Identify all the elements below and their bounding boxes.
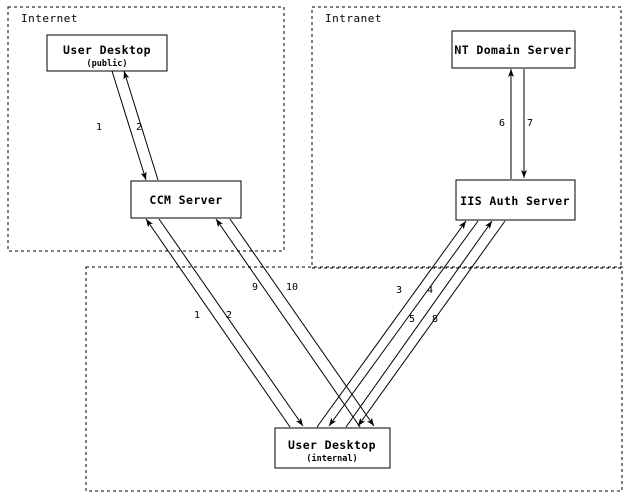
zone-label-intranet: Intranet <box>325 12 382 25</box>
step-label-3: 3 <box>396 285 402 296</box>
node-box-user-desktop-internal <box>274 427 391 469</box>
flow-line-3-internal-to-iis <box>316 220 467 428</box>
step-label-4: 4 <box>427 285 433 296</box>
node-box-iis-auth-server <box>455 179 576 221</box>
zone-boundary-internal-network <box>85 266 623 492</box>
zone-boundary-intranet <box>311 6 622 269</box>
flow-line-2-ccm-to-public <box>123 70 159 181</box>
flow-line-9-internal-to-ccm <box>215 218 361 428</box>
step-number-labels: 1 2 6 7 9 10 1 2 3 4 5 8 <box>96 118 533 325</box>
step-label-2-internal: 2 <box>226 310 232 321</box>
node-iis-auth-server[interactable]: IIS Auth Server <box>455 179 576 221</box>
flow-line-10-ccm-to-internal <box>229 218 375 427</box>
node-title-user-desktop-internal: User Desktop <box>288 438 376 452</box>
flow-line-5-internal-to-iis <box>345 220 493 428</box>
node-title-user-desktop-public: User Desktop <box>63 43 151 57</box>
step-label-2-public: 2 <box>136 122 142 133</box>
flow-line-1-internal-to-ccm <box>145 218 291 428</box>
step-label-1-public: 1 <box>96 122 102 133</box>
node-subtitle-user-desktop-public: (public) <box>87 58 128 69</box>
step-label-7: 7 <box>527 118 533 129</box>
node-box-nt-domain-server <box>451 30 576 69</box>
node-nt-domain-server[interactable]: NT Domain Server <box>451 30 576 69</box>
zone-boundaries <box>7 6 623 492</box>
flow-line-1-public-to-ccm <box>111 70 147 181</box>
zone-label-internet: Internet <box>21 12 78 25</box>
step-label-5: 5 <box>409 314 415 325</box>
flow-line-2-ccm-to-internal <box>158 218 304 427</box>
node-title-nt-domain-server: NT Domain Server <box>454 43 571 57</box>
step-label-1-internal: 1 <box>194 310 200 321</box>
node-title-ccm-server: CCM Server <box>149 193 222 207</box>
zone-boundary-internet <box>7 6 285 252</box>
node-box-user-desktop-public <box>46 34 168 72</box>
node-title-iis-auth-server: IIS Auth Server <box>460 194 570 208</box>
node-ccm-server[interactable]: CCM Server <box>130 180 242 219</box>
flow-line-8-iis-to-internal <box>357 220 506 427</box>
step-label-10: 10 <box>286 282 298 293</box>
step-label-6: 6 <box>499 118 505 129</box>
step-label-8: 8 <box>432 314 438 325</box>
node-box-ccm-server <box>130 180 242 219</box>
node-user-desktop-internal[interactable]: User Desktop (internal) <box>274 427 391 469</box>
step-label-9: 9 <box>252 282 258 293</box>
node-user-desktop-public[interactable]: User Desktop (public) <box>46 34 168 72</box>
node-subtitle-user-desktop-internal: (internal) <box>306 453 357 464</box>
flow-line-4-iis-to-internal <box>328 220 479 427</box>
flow-connectors <box>111 69 527 428</box>
